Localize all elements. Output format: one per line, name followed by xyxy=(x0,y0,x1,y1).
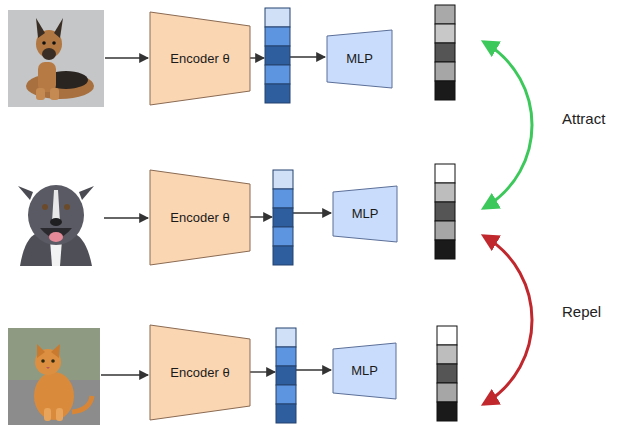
encoder-trapezoid: Encoder θ xyxy=(150,325,250,420)
encoder-trapezoid: Encoder θ xyxy=(150,170,250,265)
projection-vector xyxy=(437,326,457,421)
node-label: MLP xyxy=(351,363,378,379)
node-label: Encoder θ xyxy=(170,210,229,226)
embedding-vector xyxy=(273,170,293,265)
attract-label: Attract xyxy=(562,110,605,127)
embedding-vector xyxy=(276,328,296,423)
node-label: MLP xyxy=(346,51,373,67)
node-label: Encoder θ xyxy=(170,365,229,381)
repel-label: Repel xyxy=(562,303,601,320)
embedding-vector xyxy=(265,8,290,103)
mlp-trapezoid: MLP xyxy=(333,186,397,242)
mlp-trapezoid: MLP xyxy=(333,343,396,399)
projection-vector xyxy=(435,5,455,100)
node-label: Encoder θ xyxy=(170,51,229,67)
attract-arrow xyxy=(484,42,532,208)
projection-vector xyxy=(435,164,455,259)
cat-photo xyxy=(8,328,100,425)
node-label: MLP xyxy=(352,206,379,222)
dog-photo xyxy=(8,10,104,107)
repel-arrow xyxy=(484,236,532,404)
mlp-trapezoid: MLP xyxy=(327,30,392,88)
dog-photo xyxy=(8,170,103,266)
flow-arrow xyxy=(101,57,331,375)
encoder-trapezoid: Encoder θ xyxy=(150,12,250,105)
